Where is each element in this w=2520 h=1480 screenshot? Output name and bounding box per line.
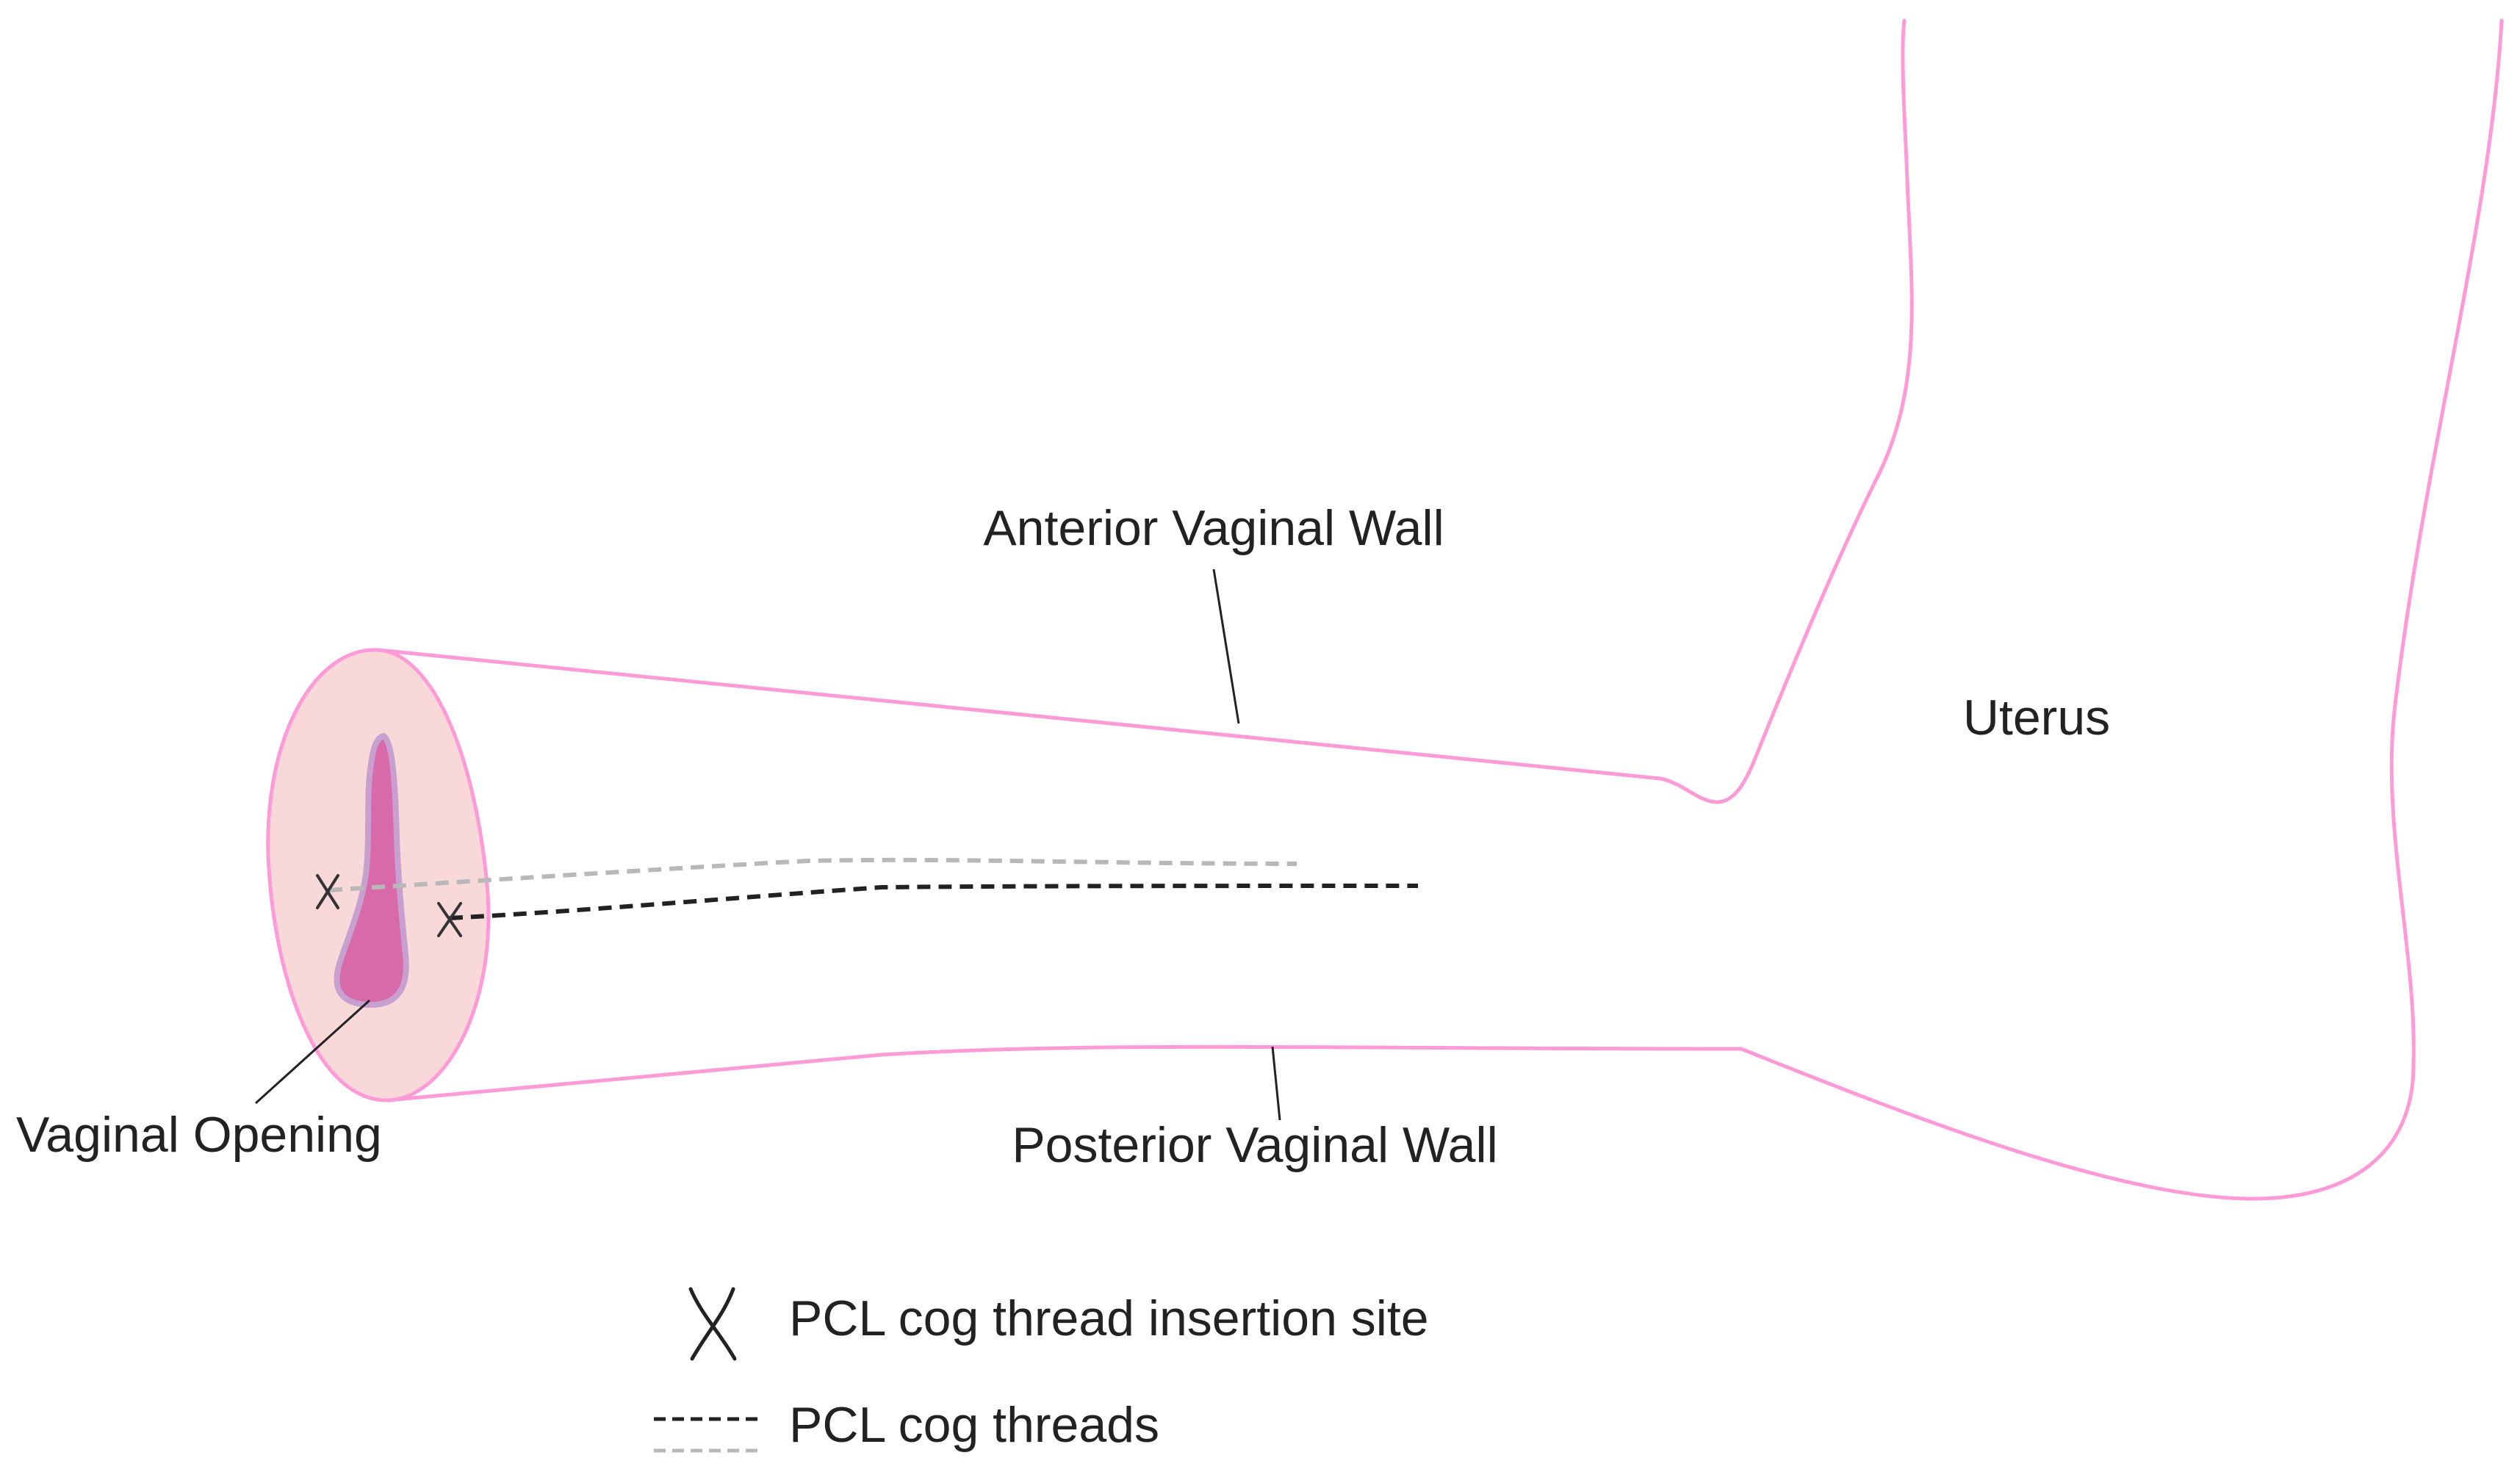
posterior-wall-label: Posterior Vaginal Wall (1012, 1117, 1497, 1173)
vaginal-opening-slit (334, 732, 409, 1008)
insertion-site-mark-2 (437, 902, 462, 937)
anterior-wall-outline (376, 18, 1914, 804)
legend: PCL cog thread insertion site PCL cog th… (654, 1287, 1429, 1453)
legend-threads-label: PCL cog threads (789, 1397, 1159, 1453)
thread-light-line (328, 857, 1297, 892)
insertion-site-mark-1 (316, 874, 339, 909)
thread-dark-line (449, 884, 1419, 920)
legend-insertion-site-label: PCL cog thread insertion site (789, 1291, 1429, 1346)
posterior-wall-outline (386, 18, 2504, 1201)
vaginal-opening-leader (254, 999, 371, 1105)
anterior-wall-label: Anterior Vaginal Wall (983, 500, 1444, 556)
legend-insertion-site-icon (688, 1287, 737, 1361)
posterior-wall-leader (1271, 1046, 1281, 1121)
uterus-label: Uterus (1963, 690, 2110, 746)
vaginal-opening-label: Vaginal Opening (16, 1107, 382, 1163)
anterior-wall-leader (1212, 568, 1240, 724)
